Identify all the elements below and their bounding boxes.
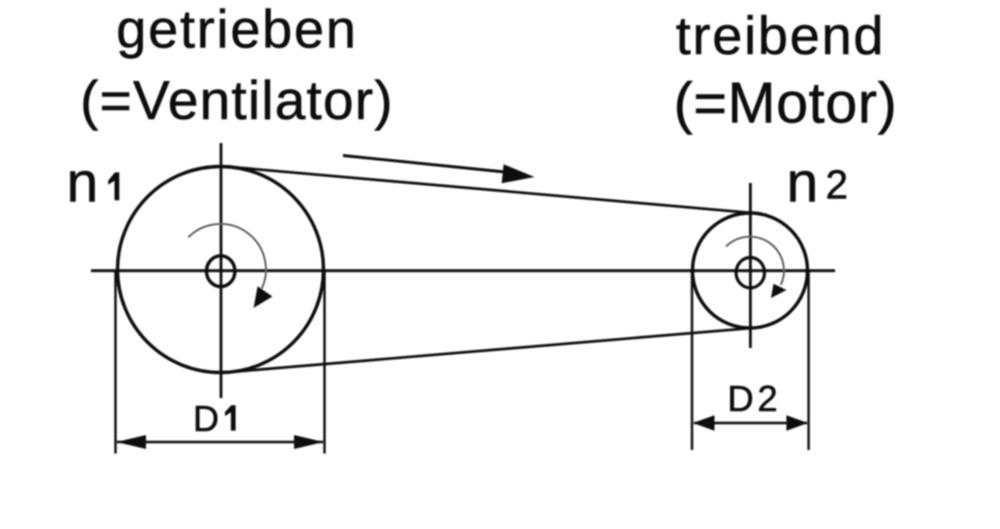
svg-text:2: 2 <box>757 378 777 419</box>
svg-text:(=Motor): (=Motor) <box>674 72 898 136</box>
svg-text:treibend: treibend <box>676 6 886 66</box>
svg-text:2: 2 <box>826 162 849 208</box>
svg-text:D: D <box>193 398 219 439</box>
svg-text:n: n <box>787 151 819 215</box>
svg-text:D: D <box>727 378 753 419</box>
svg-text:(=Ventilator): (=Ventilator) <box>80 69 394 131</box>
svg-text:getrieben: getrieben <box>116 0 357 60</box>
svg-text:n: n <box>67 151 99 215</box>
